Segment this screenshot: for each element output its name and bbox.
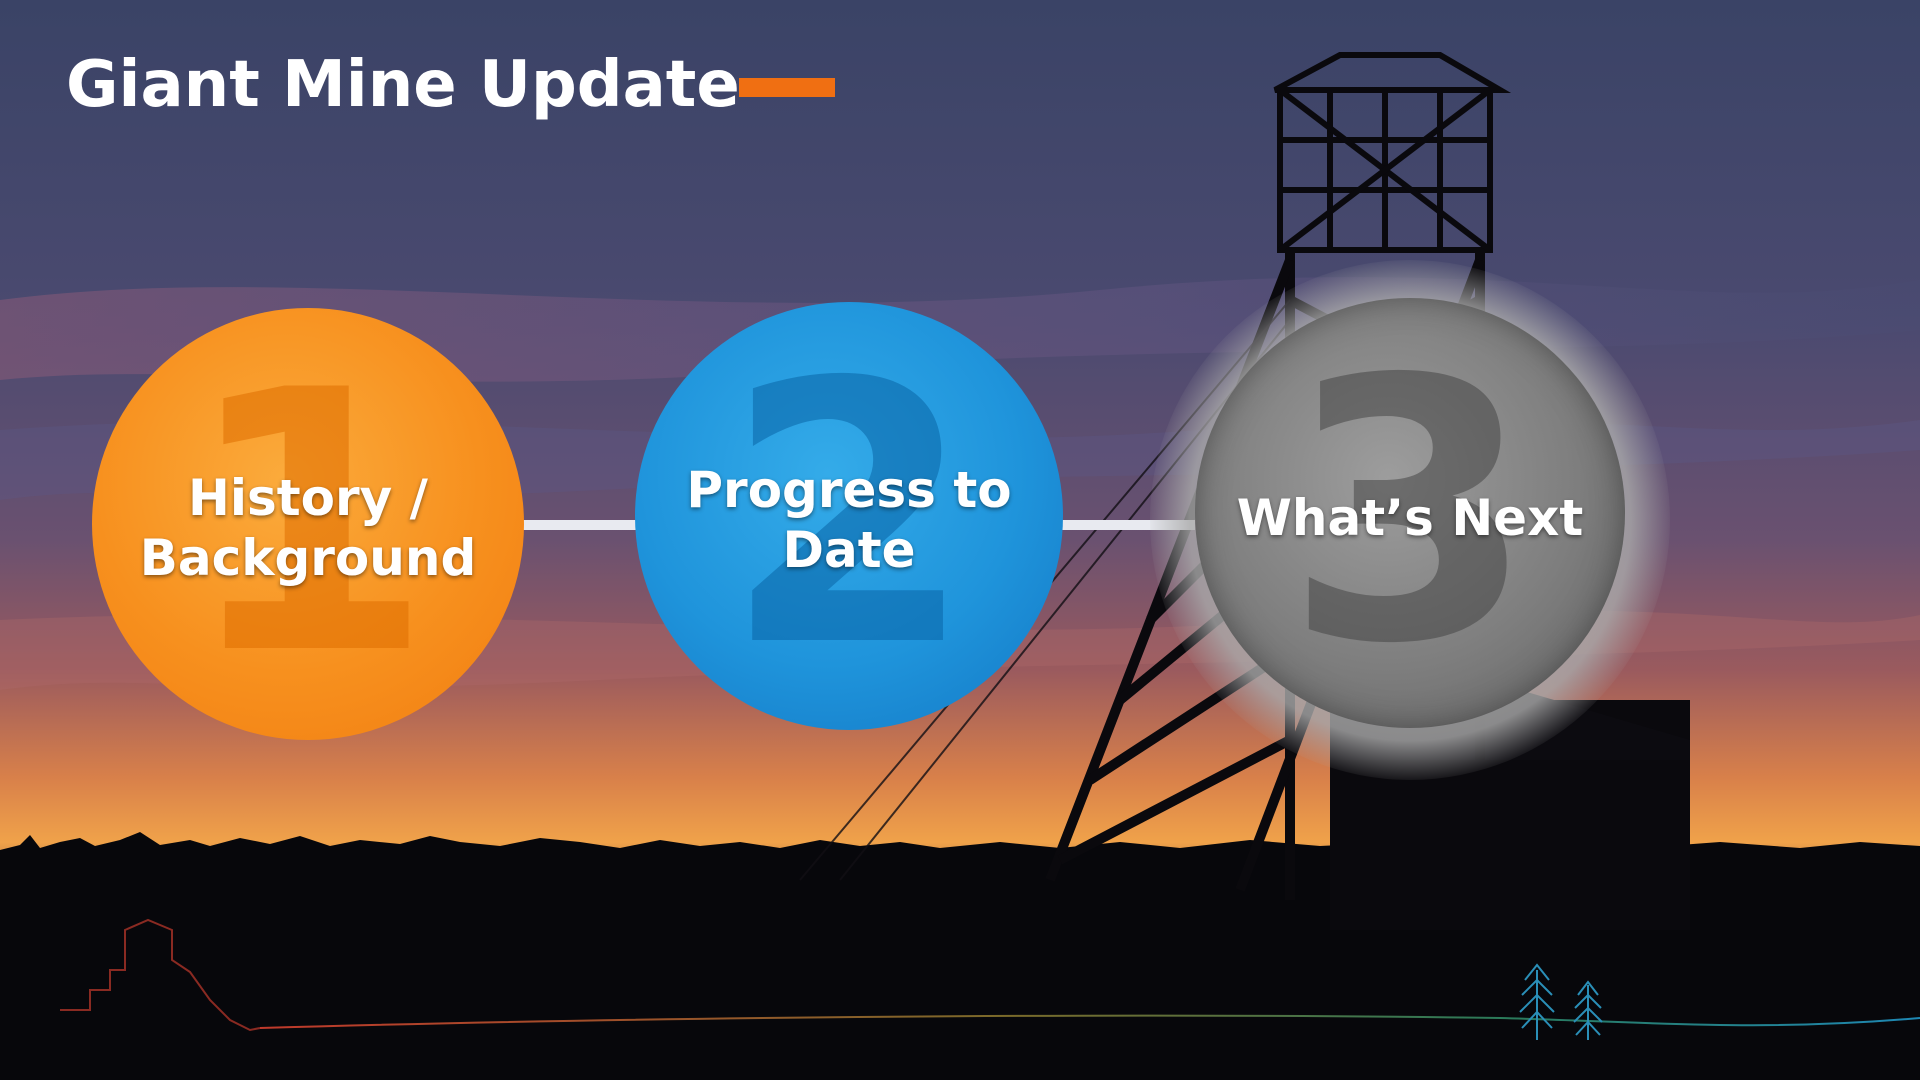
- step-1-label: History / Background: [139, 469, 477, 587]
- trees-icon: [1519, 963, 1603, 1040]
- step-3-circle[interactable]: 3 What’s Next: [1195, 298, 1625, 728]
- headframe-outline-icon: [60, 918, 261, 1032]
- title-accent-bar: [739, 78, 835, 97]
- footer-decoration: [60, 918, 1920, 1040]
- connector-2-3: [1060, 520, 1195, 530]
- step-2-circle[interactable]: 2 Progress to Date: [635, 302, 1063, 730]
- step-3-label: What’s Next: [1236, 489, 1584, 547]
- step-2-label: Progress to Date: [686, 461, 1012, 579]
- connector-1-2: [520, 520, 640, 530]
- step-1-number: 1: [182, 314, 434, 733]
- step-1-circle[interactable]: 1 History / Background: [92, 308, 524, 740]
- slide-title: Giant Mine Update: [66, 48, 740, 122]
- step-3-number: 3: [1284, 303, 1536, 722]
- step-2-number: 2: [723, 306, 975, 725]
